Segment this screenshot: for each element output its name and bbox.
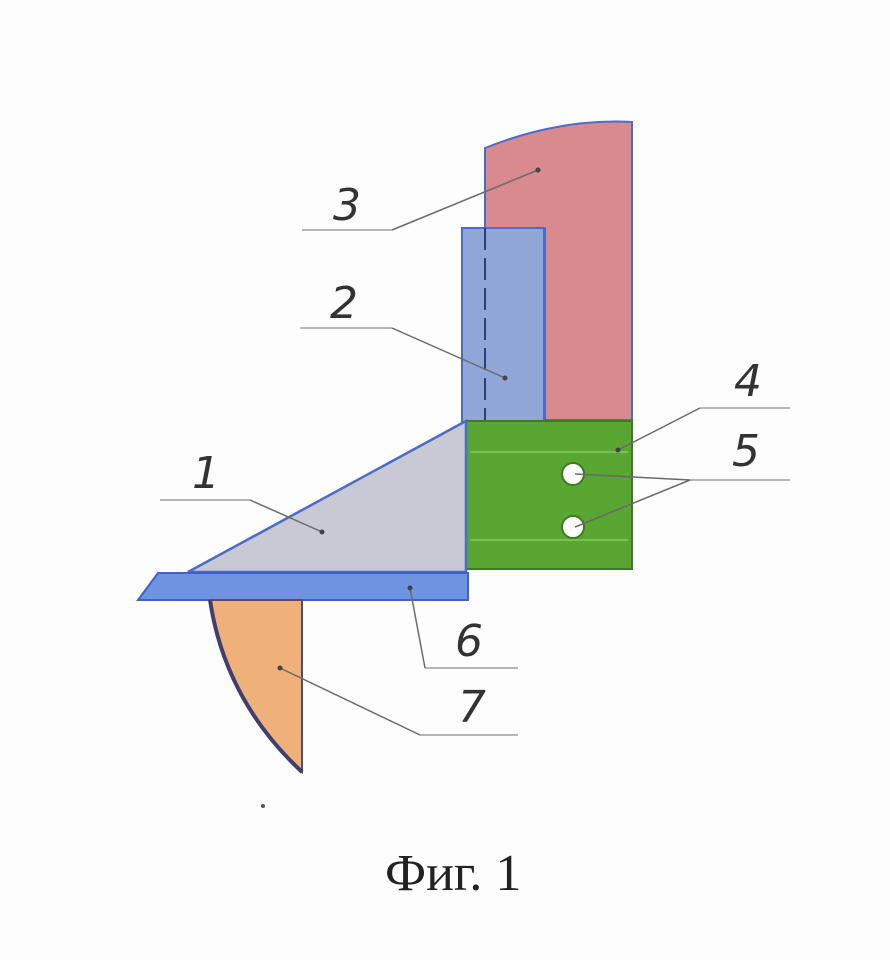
part-4-block: [465, 420, 633, 570]
label-1: 1: [192, 448, 220, 499]
label-3: 3: [333, 180, 361, 231]
label-6: 6: [455, 616, 483, 667]
part-5-bolt-lower: [561, 515, 585, 539]
leader-6: [407, 585, 518, 669]
leader-7: [277, 665, 518, 736]
label-7: 7: [458, 682, 486, 733]
leader-2: [300, 327, 508, 381]
part-6-base-plate: [136, 572, 469, 601]
label-4: 4: [734, 356, 762, 407]
label-2: 2: [330, 278, 358, 329]
stray-mark: [261, 804, 265, 808]
part-1-gusset: [187, 418, 468, 574]
leader-3: [302, 167, 541, 231]
leader-5: [574, 473, 790, 528]
leader-4: [615, 407, 790, 453]
figure-caption: Фиг. 1: [385, 845, 521, 902]
part-7-blade-edge: [208, 599, 304, 774]
part-7-blade: [208, 599, 303, 775]
part-2-plate: [461, 227, 545, 423]
leader-1: [160, 499, 325, 535]
label-5: 5: [732, 426, 760, 477]
